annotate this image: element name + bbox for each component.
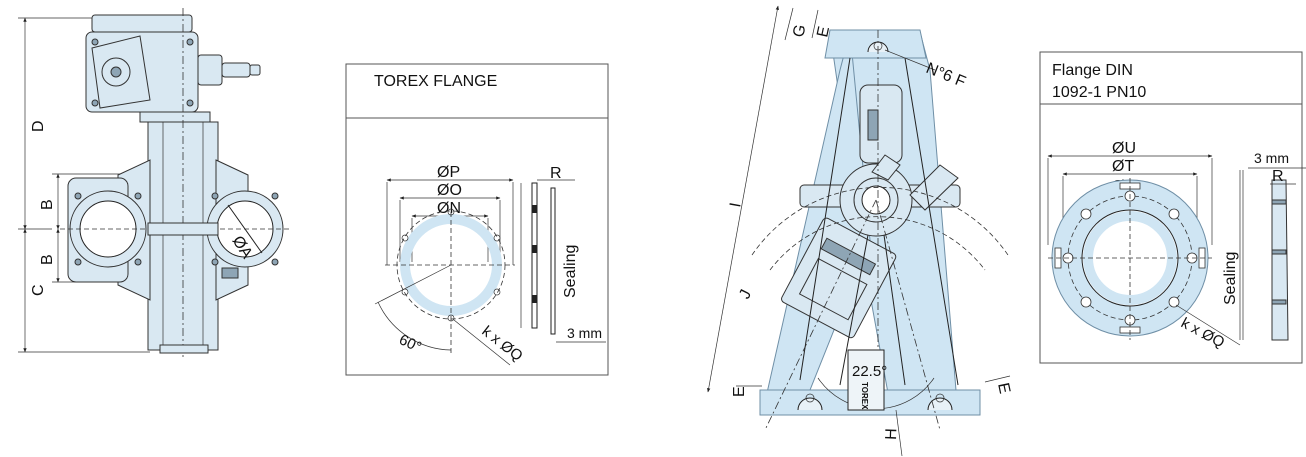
dim-d-label: D: [30, 120, 47, 132]
angle-60-label: 60°: [396, 331, 424, 356]
din-flange-panel: Flange DIN 1092-1 PN10 ØU ØT ØS: [1039, 51, 1306, 364]
dim-e-right-label: E: [994, 381, 1013, 395]
din-holes-label: k x ØQ: [1178, 315, 1227, 352]
dim-t-label: ØT: [1112, 158, 1134, 175]
dim-o-label: ØO: [437, 182, 462, 199]
dim-h-label: H: [883, 428, 900, 440]
torex-thickness-label: 3 mm: [567, 325, 602, 341]
dim-e-left-label: E: [731, 386, 748, 397]
torex-r-label: R: [550, 165, 562, 182]
din-flange-title-line1: Flange DIN: [1052, 62, 1133, 79]
din-flange-title-line2: 1092-1 PN10: [1052, 84, 1146, 101]
dim-j-label: J: [736, 287, 755, 302]
dim-b-upper-label: B: [39, 199, 56, 210]
torex-brand-mark: TOREX: [860, 382, 869, 410]
dim-u-label: ØU: [1112, 140, 1136, 157]
din-sealing-label: Sealing: [1222, 252, 1239, 305]
torex-sealing-label: Sealing: [562, 245, 579, 298]
dim-b-lower-label: B: [39, 254, 56, 265]
dim-n-label: ØN: [437, 200, 461, 217]
torex-flange-panel: TOREX FLANGE ØP ØO ØN 60° k x ØQ: [345, 63, 609, 376]
valve-elevation-view: D C B B: [18, 8, 290, 360]
dim-p-label: ØP: [437, 164, 460, 181]
din-r-label: R: [1272, 168, 1284, 185]
torex-flange-title: TOREX FLANGE: [374, 73, 497, 90]
dim-c-label: C: [30, 284, 47, 296]
valve-plan-view: I G E N°6 F J 22.5° TOREX E E H: [707, 5, 1013, 457]
dim-i-label: I: [727, 201, 745, 208]
dim-g-label: G: [790, 23, 809, 39]
din-thickness-label: 3 mm: [1254, 150, 1289, 166]
dim-e-top-label: E: [814, 25, 833, 39]
angle-22-5-label: 22.5°: [852, 363, 887, 380]
